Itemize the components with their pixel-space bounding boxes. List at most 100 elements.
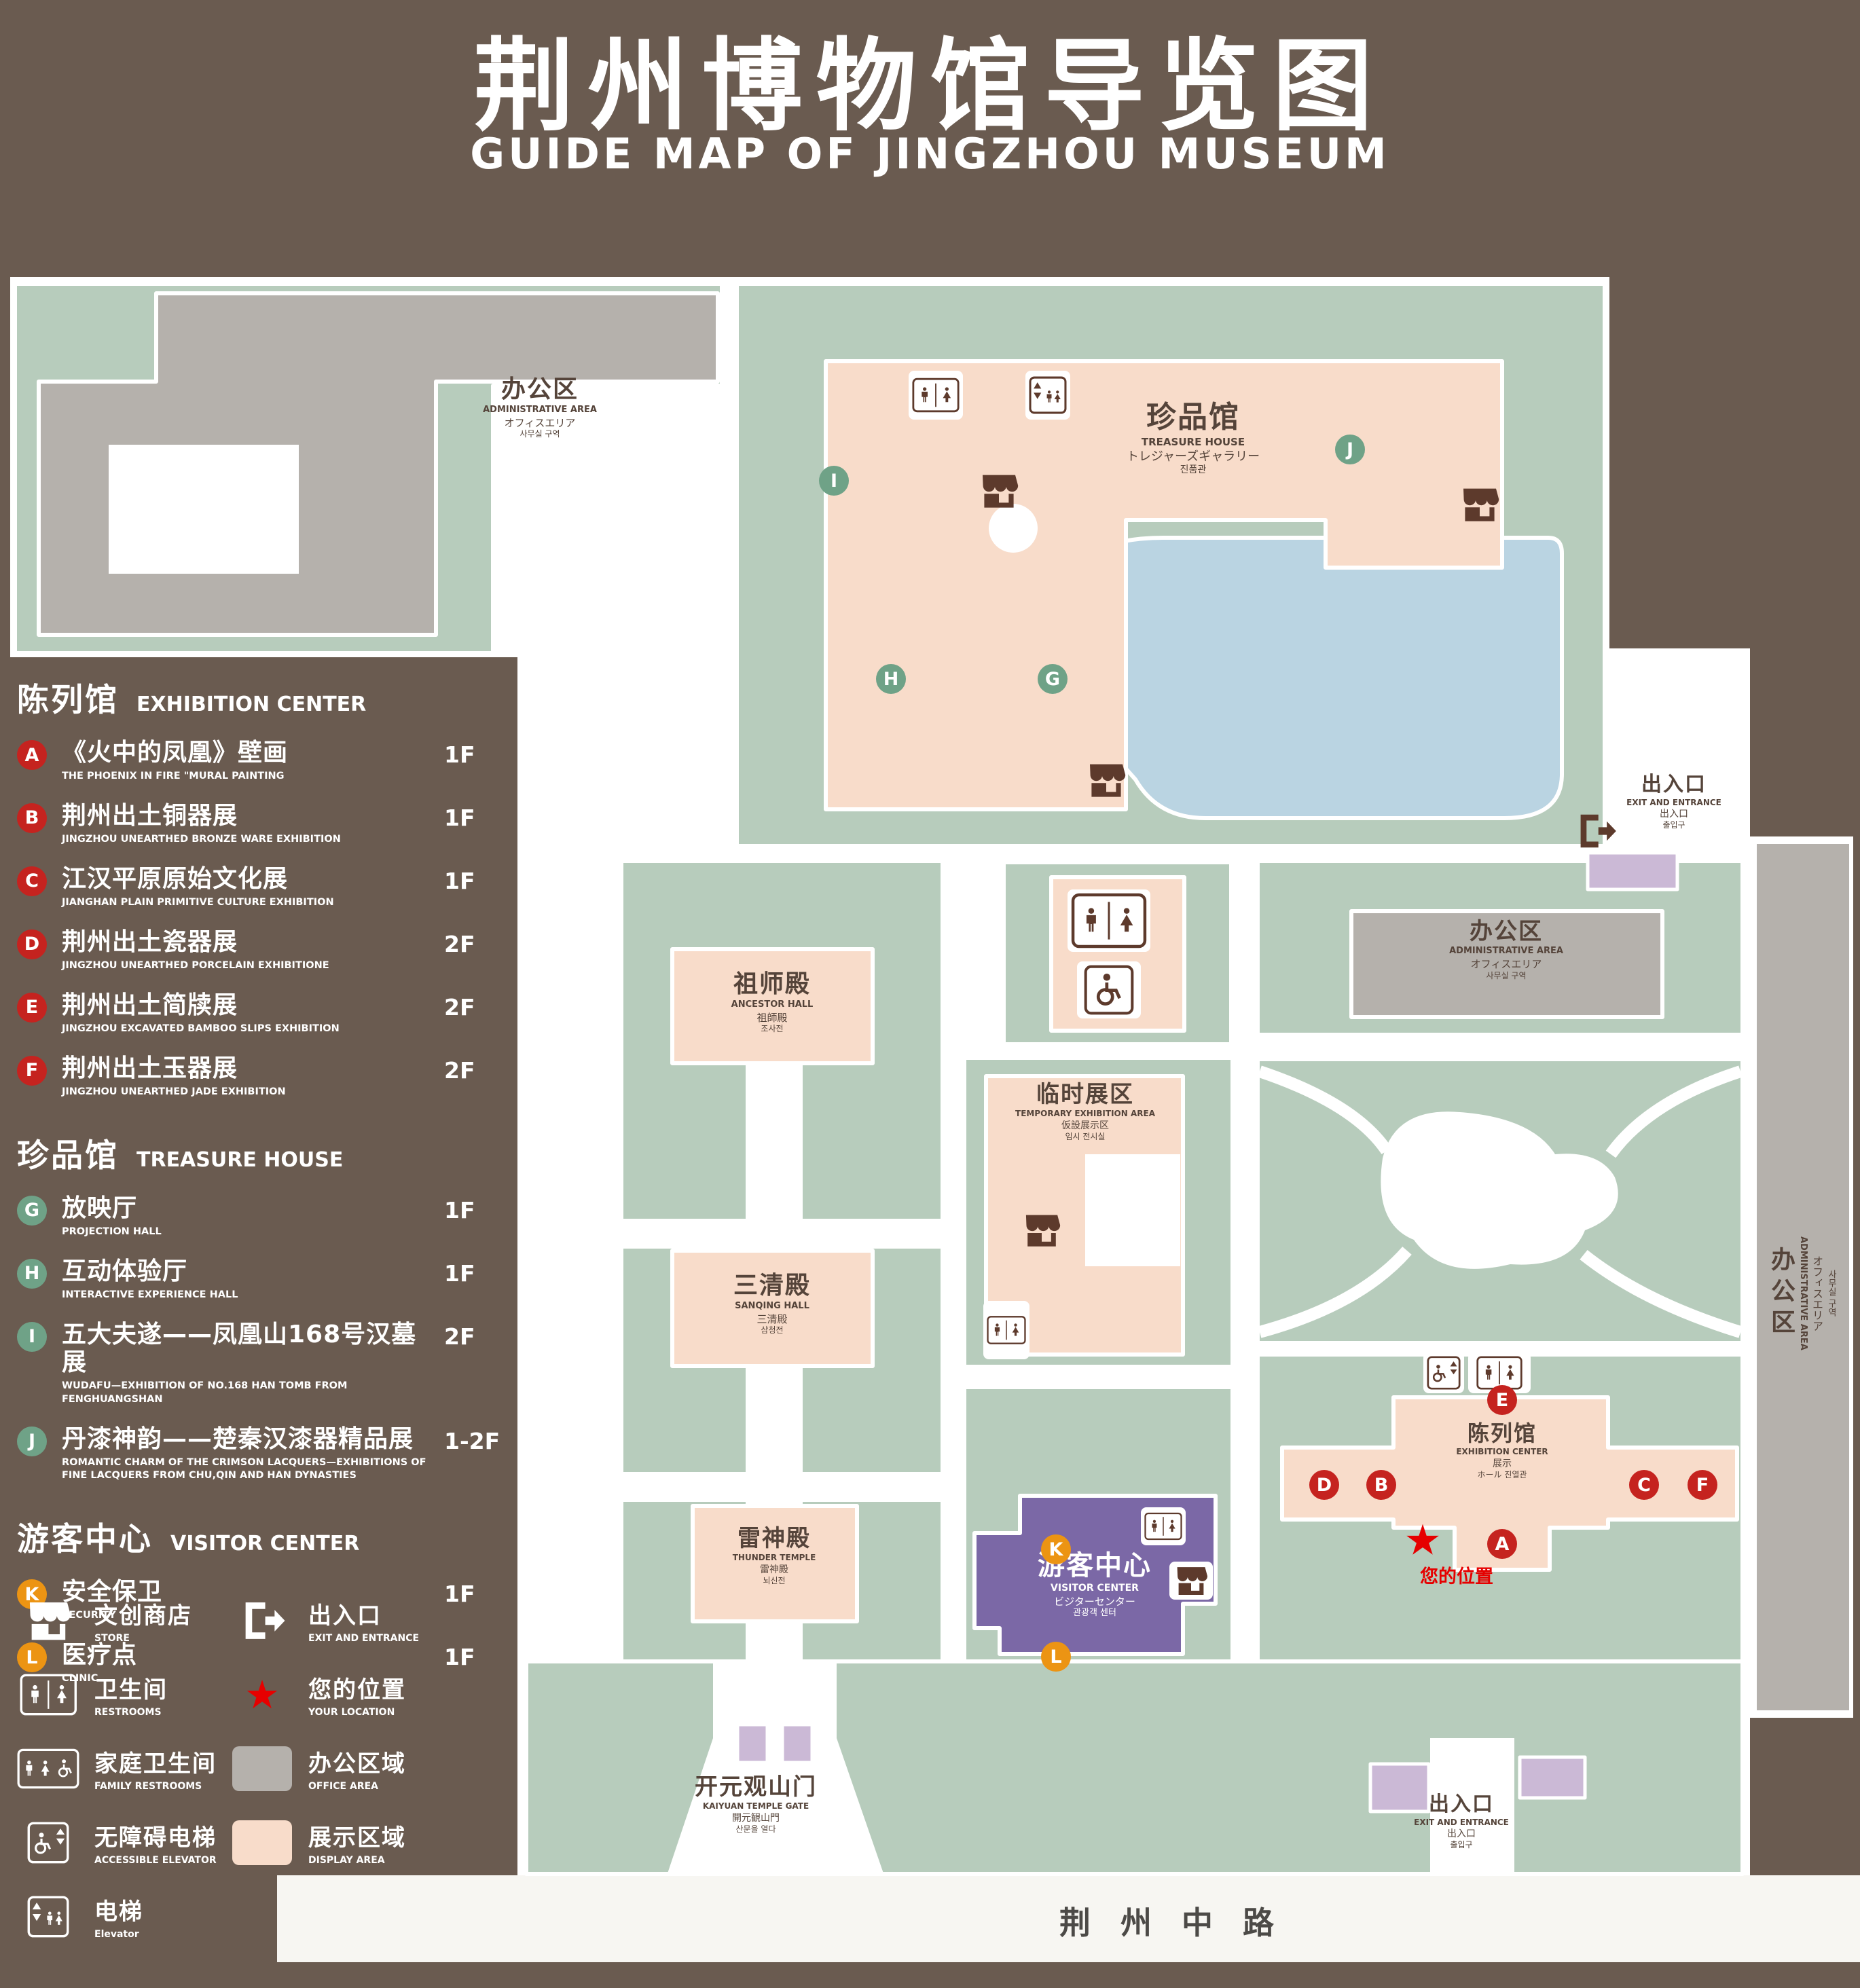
map-marker-b: B xyxy=(1366,1470,1396,1500)
label-line: VISITOR CENTER xyxy=(1051,1582,1139,1594)
section-title-zh: 游客中心 xyxy=(17,1521,153,1559)
legend-en: Elevator xyxy=(94,1929,139,1940)
marker-badge-l: L xyxy=(17,1642,47,1672)
map-marker-c: C xyxy=(1629,1470,1659,1500)
item-zh: 《火中的凤凰》壁画 xyxy=(62,739,289,767)
item-floor: 1-2F xyxy=(444,1427,500,1454)
store-icon xyxy=(1085,762,1127,798)
label-thunder-temple: 雷神殿 THUNDER TEMPLE 雷神殿 뇌신전 xyxy=(733,1525,816,1586)
gate-pillar-west xyxy=(735,1723,769,1765)
label-line: 办公区 xyxy=(500,375,579,403)
legend-zh: 卫生间 xyxy=(94,1676,168,1704)
list-item-g: G 放映厅 PROJECTION HALL 1F xyxy=(17,1194,503,1239)
section-title-zh: 珍品馆 xyxy=(17,1137,119,1175)
legend-item-family-restrooms: 家庭卫生间 FAMILY RESTROOMS xyxy=(17,1745,224,1792)
label-line: 사무실 구역 xyxy=(1826,1270,1836,1317)
list-item-k: K 安全保卫 SECURITY 1F xyxy=(17,1578,503,1623)
store-icon xyxy=(17,1600,79,1642)
label-line: 三清殿 xyxy=(756,1312,788,1325)
label-admin-northwest: 办公区 ADMINISTRATIVE AREA オフィスエリア 사무실 구역 xyxy=(483,375,597,439)
label-line: ADMINISTRATIVE AREA xyxy=(483,404,597,415)
legend-zh: 电梯 xyxy=(94,1898,143,1926)
restrooms-icon xyxy=(983,1301,1029,1359)
wheelchair-icon xyxy=(1077,961,1141,1018)
legend-item-exit: 出入口 EXIT AND ENTRANCE xyxy=(231,1597,513,1644)
plaza-circle xyxy=(989,504,1038,553)
item-en: JIANGHAN PLAIN PRIMITIVE CULTURE EXHIBIT… xyxy=(62,897,334,908)
section-title-en: VISITOR CENTER xyxy=(170,1532,360,1556)
marker-badge-f: F xyxy=(17,1055,47,1086)
your-location-star-icon: ★ xyxy=(1404,1515,1442,1565)
label-line: オフィスエリア xyxy=(504,416,576,429)
marker-badge-b: B xyxy=(17,803,47,833)
label-line: 临时展区 xyxy=(1036,1081,1134,1108)
map-marker-e: E xyxy=(1487,1385,1517,1415)
label-line: 삼청전 xyxy=(761,1325,784,1336)
label-line: 开元观山门 xyxy=(695,1773,817,1801)
structure-south-exit-west xyxy=(1368,1762,1431,1814)
item-floor: 2F xyxy=(444,993,475,1020)
item-floor: 1F xyxy=(444,741,475,768)
gate-pillar-east xyxy=(780,1723,814,1765)
marker-badge-j: J xyxy=(17,1426,47,1456)
label-line: 珍品馆 xyxy=(1146,400,1240,435)
marker-badge-g: G xyxy=(17,1195,47,1226)
structure-east-exit xyxy=(1586,851,1679,891)
item-zh: 荆州出土简牍展 xyxy=(62,991,238,1019)
elevator-icon xyxy=(17,1896,79,1938)
item-en: INTERACTIVE EXPERIENCE HALL xyxy=(62,1289,238,1301)
legend-item-office-area: 办公区域 OFFICE AREA xyxy=(231,1745,513,1792)
map-marker-i: I xyxy=(819,466,849,496)
label-line: 展示 xyxy=(1493,1458,1512,1469)
list-item-j: J 丹漆神韵——楚秦汉漆器精品展 ROMANTIC CHARM OF THE C… xyxy=(17,1425,503,1484)
label-exit-east: 出入口 EXIT AND ENTRANCE 出入口 출입구 xyxy=(1626,773,1721,830)
label-line: 뇌신전 xyxy=(763,1576,786,1586)
store-icon xyxy=(1169,1562,1213,1600)
display-area-swatch xyxy=(231,1820,293,1865)
label-line: オフィスエリア xyxy=(1470,958,1542,971)
label-line: ホール 진열관 xyxy=(1477,1469,1527,1479)
marker-badge-a: A xyxy=(17,740,47,770)
item-zh: 荆州出土铜器展 xyxy=(62,801,238,830)
list-item-e: E 荆州出土简牍展 JINGZHOU EXCAVATED BAMBOO SLIP… xyxy=(17,991,503,1036)
exit-icon xyxy=(231,1600,293,1642)
legend-text: 电梯 Elevator xyxy=(94,1893,143,1940)
your-location-star-icon: ★ xyxy=(244,1671,280,1718)
list-item-d: D 荆州出土瓷器展 JINGZHOU UNEARTHED PORCELAIN E… xyxy=(17,928,503,973)
item-zh: 荆州出土玉器展 xyxy=(62,1054,238,1082)
label-line: トレジャーズギャラリー xyxy=(1126,449,1260,464)
item-zh: 安全保卫 xyxy=(62,1578,163,1606)
item-text: 《火中的凤凰》壁画 THE PHOENIX IN FIRE "MURAL PAI… xyxy=(62,739,444,784)
label-admin-strip-east: 办公区 ADMINISTRATIVE AREA オフィスエリア 사무실 구역 xyxy=(1763,1056,1844,1531)
item-floor: 2F xyxy=(444,1056,475,1084)
store-icon xyxy=(978,473,1020,509)
legend-zh: 您的位置 xyxy=(308,1676,406,1704)
page-subtitle: GUIDE MAP OF JINGZHOU MUSEUM xyxy=(470,129,1390,179)
legend-text: 无障碍电梯 ACCESSIBLE ELEVATOR xyxy=(94,1819,217,1866)
legend-en: EXIT AND ENTRANCE xyxy=(308,1633,420,1644)
restrooms-icon xyxy=(1068,889,1150,952)
label-line: 진품관 xyxy=(1180,464,1207,475)
legend-text: 办公区域 OFFICE AREA xyxy=(308,1745,406,1792)
garden-paths xyxy=(1258,1065,1743,1338)
label-admin-east: 办公区 ADMINISTRATIVE AREA オフィスエリア 사무실 구역 xyxy=(1449,918,1563,980)
map-marker-a: A xyxy=(1487,1529,1517,1559)
item-floor: 1F xyxy=(444,804,475,831)
label-line: 사무실 구역 xyxy=(519,429,560,439)
legend-zh: 出入口 xyxy=(308,1602,382,1630)
item-en: ROMANTIC CHARM OF THE CRIMSON LACQUERS—E… xyxy=(62,1456,426,1481)
label-line: 출입구 xyxy=(1662,820,1685,830)
item-text: 江汉平原原始文化展 JIANGHAN PLAIN PRIMITIVE CULTU… xyxy=(62,865,444,910)
label-road: 荆州中路 xyxy=(1059,1904,1304,1941)
item-en: JINGZHOU UNEARTHED BRONZE WARE EXHIBITIO… xyxy=(62,834,341,845)
structure-south-exit-east xyxy=(1518,1755,1587,1800)
label-line: EXHIBITION CENTER xyxy=(1456,1447,1548,1457)
legend-text: 家庭卫生间 FAMILY RESTROOMS xyxy=(94,1745,217,1792)
item-text: 安全保卫 SECURITY xyxy=(62,1578,444,1623)
legend-zh: 无障碍电梯 xyxy=(94,1824,217,1852)
path-cross-south xyxy=(621,1472,943,1502)
label-sanqing-hall: 三清殿 SANQING HALL 三清殿 삼청전 xyxy=(733,1271,811,1336)
label-line: 办公区 xyxy=(1469,918,1543,945)
legend-zh: 办公区域 xyxy=(308,1750,406,1778)
